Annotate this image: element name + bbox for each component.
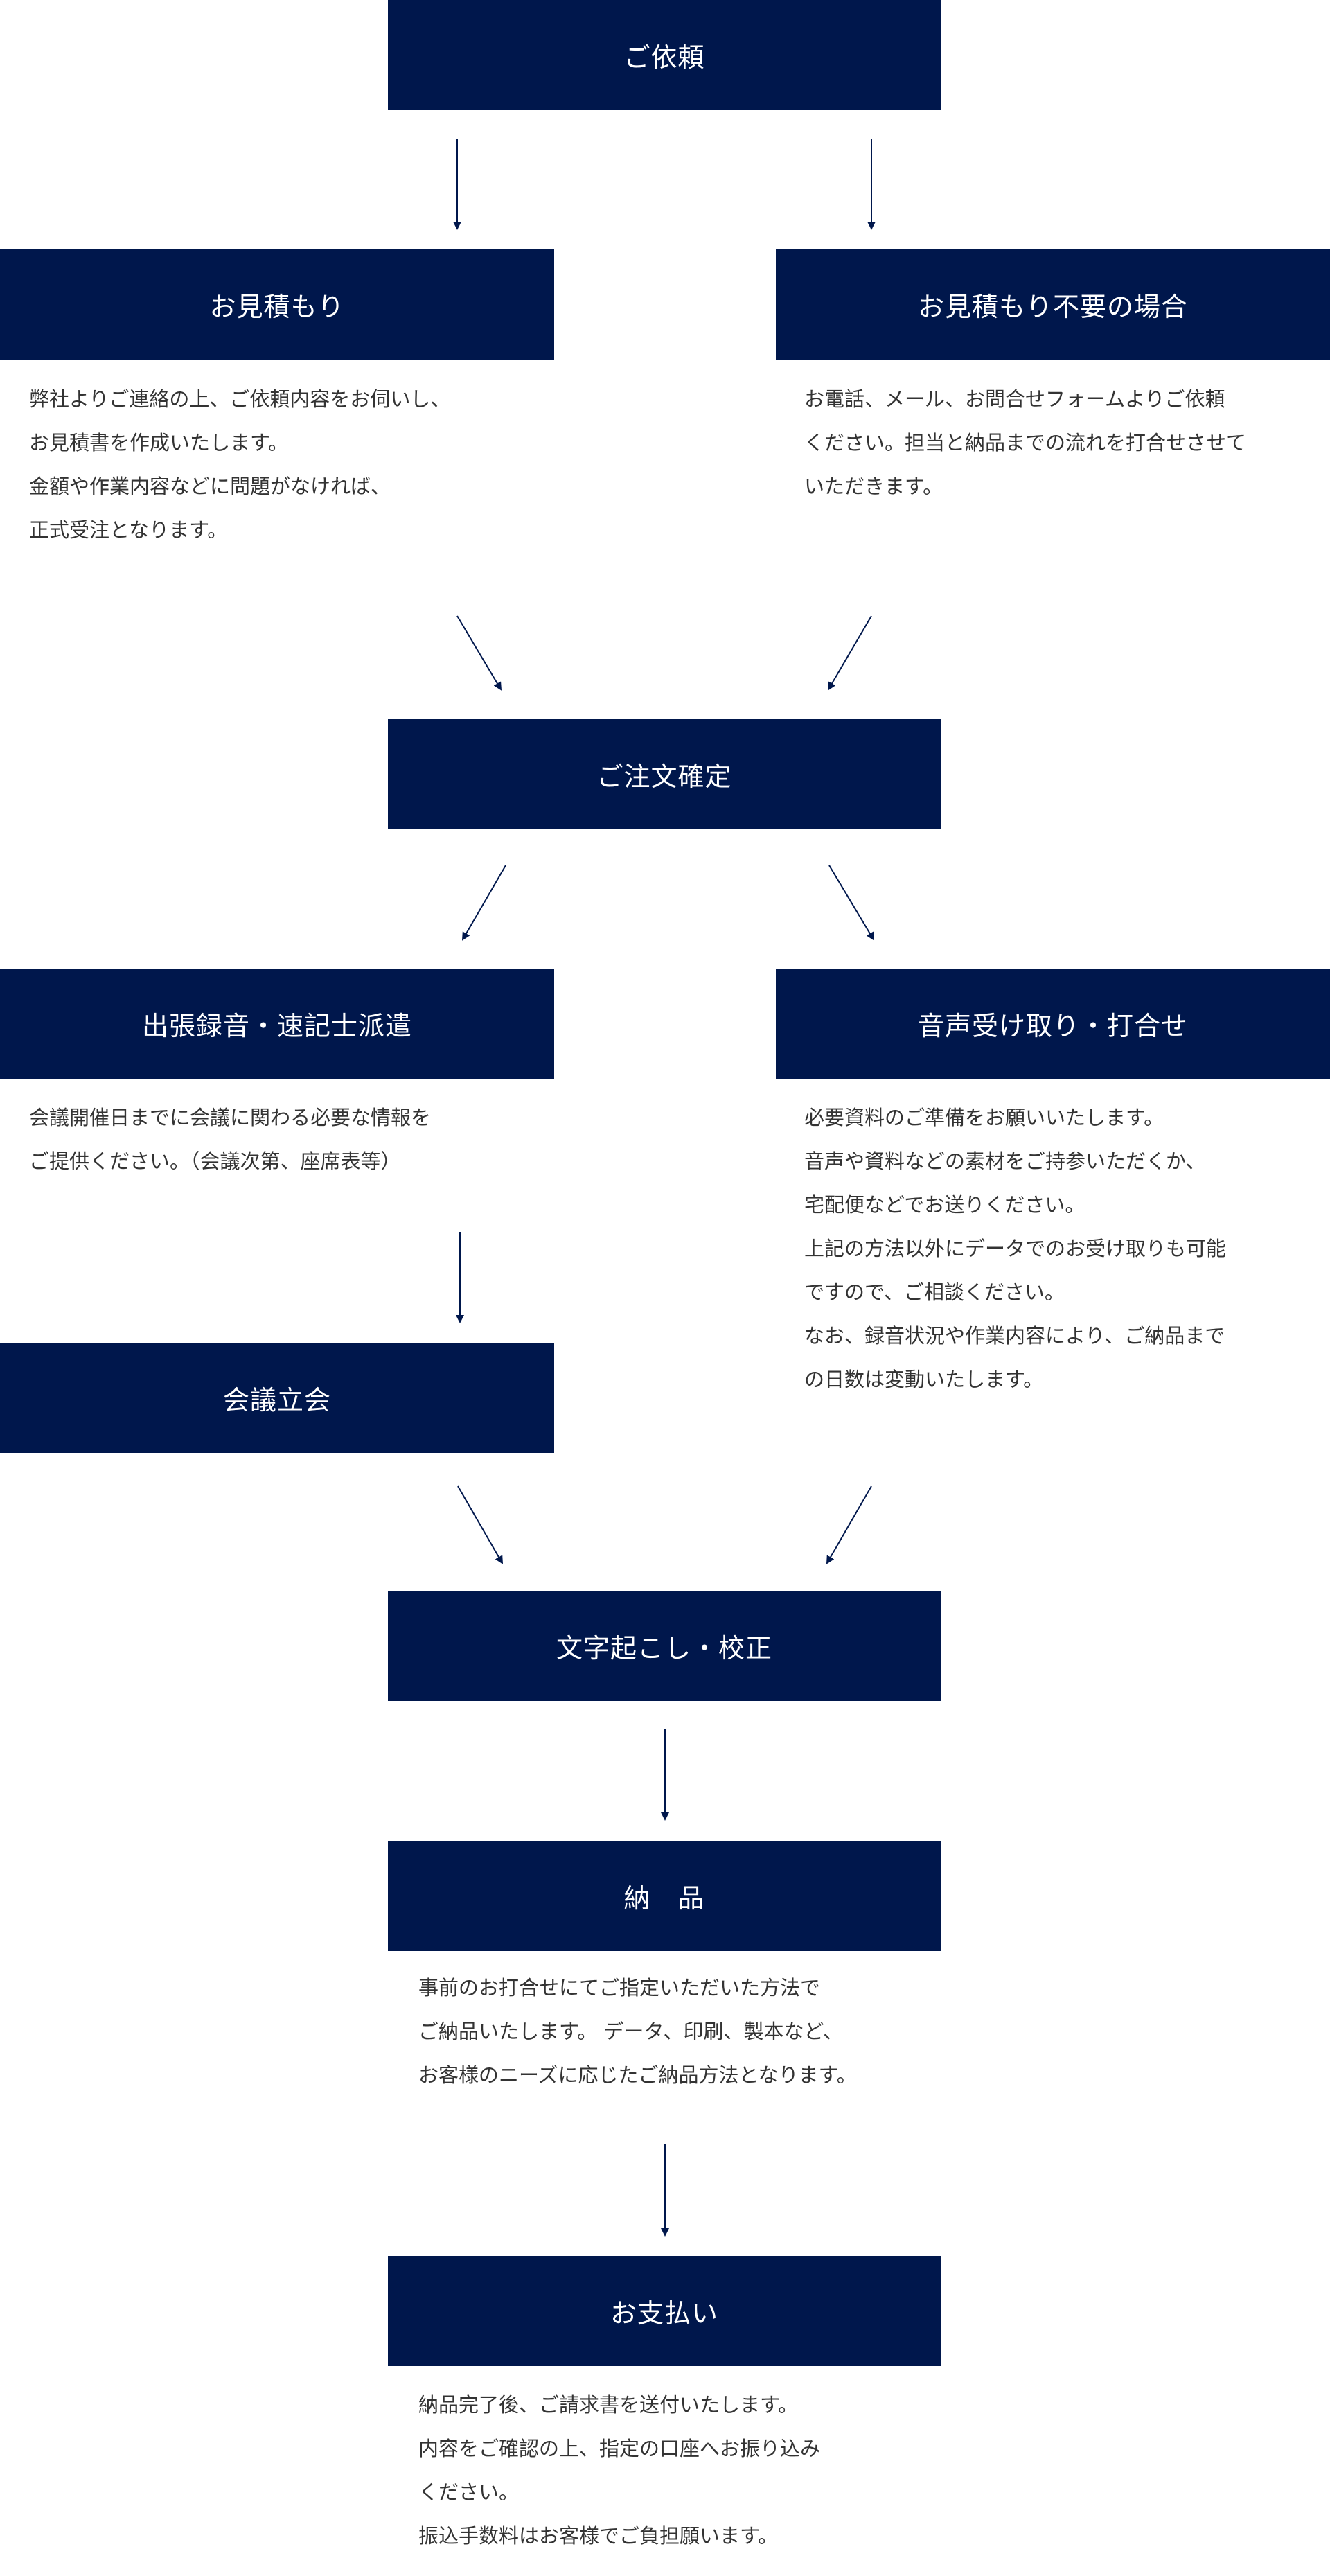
desc-line: お客様のニーズに応じたご納品方法となります。: [418, 2063, 857, 2087]
desc-line: ご納品いたします。 データ、印刷、製本など、: [418, 2020, 843, 2043]
desc-line: 金額や作業内容などに問題がなければ、: [29, 475, 391, 498]
desc-line: ですので、ご相談ください。: [804, 1280, 1065, 1304]
step-receive: 音声受け取り・打合せ: [776, 969, 1330, 1079]
step-payment: お支払い: [388, 2256, 941, 2366]
step-delivery: 納 品: [388, 1841, 941, 1951]
desc-line: なお、録音状況や作業内容により、ご納品まで: [804, 1324, 1225, 1348]
step-no-estimate: お見積もり不要の場合: [776, 249, 1330, 360]
desc-line: お電話、メール、お問合せフォームよりご依頼: [804, 387, 1225, 411]
step-title: 会議立会: [222, 1385, 331, 1415]
desc-line: 上記の方法以外にデータでのお受け取りも可能: [804, 1237, 1227, 1260]
desc-line: 弊社よりご連絡の上、ご依頼内容をお伺いし、: [29, 387, 451, 411]
desc-line: 音声や資料などの素材をご持参いただくか、: [804, 1149, 1206, 1173]
desc-line: 会議開催日までに会議に関わる必要な情報を: [29, 1106, 432, 1129]
step-title: ご注文確定: [596, 761, 732, 792]
no-estimate-description: お電話、メール、お問合せフォームよりご依頼 ください。担当と納品までの流れを打合…: [804, 378, 1246, 509]
step-title: ご依頼: [623, 42, 705, 73]
desc-line: 事前のお打合せにてご指定いただいた方法で: [418, 1976, 821, 2000]
step-title: 文字起こし・校正: [556, 1633, 772, 1664]
desc-line: 宅配便などでお送りください。: [804, 1193, 1085, 1217]
desc-line: 必要資料のご準備をお願いいたします。: [804, 1106, 1164, 1129]
desc-line: ご提供ください。（会議次第、座席表等）: [29, 1149, 401, 1173]
desc-line: ください。担当と納品までの流れを打合せさせて: [804, 431, 1247, 455]
arrow-diagonal-icon: [827, 615, 872, 691]
step-transcribe: 文字起こし・校正: [388, 1591, 941, 1701]
step-title: お支払い: [610, 2298, 718, 2329]
desc-line: 振込手数料はお客様でご負担願います。: [418, 2524, 779, 2548]
step-title: お見積もり: [209, 292, 345, 322]
desc-line: ください。: [418, 2480, 520, 2504]
desc-line: 納品完了後、ご請求書を送付いたします。: [418, 2393, 799, 2417]
arrow-diagonal-icon: [457, 1485, 503, 1564]
arrow-diagonal-icon: [826, 1485, 872, 1564]
arrow-diagonal-icon: [461, 865, 506, 941]
step-title: お見積もり不要の場合: [917, 292, 1188, 322]
step-title: 出張録音・速記士派遣: [141, 1011, 412, 1041]
dispatch-description: 会議開催日までに会議に関わる必要な情報を ご提供ください。（会議次第、座席表等）: [29, 1096, 431, 1183]
step-title: 納 品: [623, 1883, 705, 1914]
step-title: 音声受け取り・打合せ: [917, 1011, 1188, 1041]
desc-line: お見積書を作成いたします。: [29, 431, 289, 455]
desc-line: 正式受注となります。: [29, 518, 228, 542]
arrow-diagonal-icon: [456, 615, 502, 691]
receive-description: 必要資料のご準備をお願いいたします。 音声や資料などの素材をご持参いただくか、 …: [804, 1096, 1226, 1402]
delivery-description: 事前のお打合せにてご指定いただいた方法で ご納品いたします。 データ、印刷、製本…: [418, 1966, 857, 2097]
step-estimate: お見積もり: [0, 249, 554, 360]
step-request: ご依頼: [388, 0, 941, 110]
desc-line: いただきます。: [804, 475, 943, 498]
arrow-diagonal-icon: [828, 865, 875, 941]
step-attend: 会議立会: [0, 1343, 554, 1453]
desc-line: の日数は変動いたします。: [804, 1368, 1044, 1391]
step-order: ご注文確定: [388, 719, 941, 829]
desc-line: 内容をご確認の上、指定の口座へお振り込み: [418, 2437, 821, 2460]
estimate-description: 弊社よりご連絡の上、ご依頼内容をお伺いし、 お見積書を作成いたします。 金額や作…: [29, 378, 450, 552]
step-dispatch: 出張録音・速記士派遣: [0, 969, 554, 1079]
payment-description: 納品完了後、ご請求書を送付いたします。 内容をご確認の上、指定の口座へお振り込み…: [418, 2383, 820, 2558]
